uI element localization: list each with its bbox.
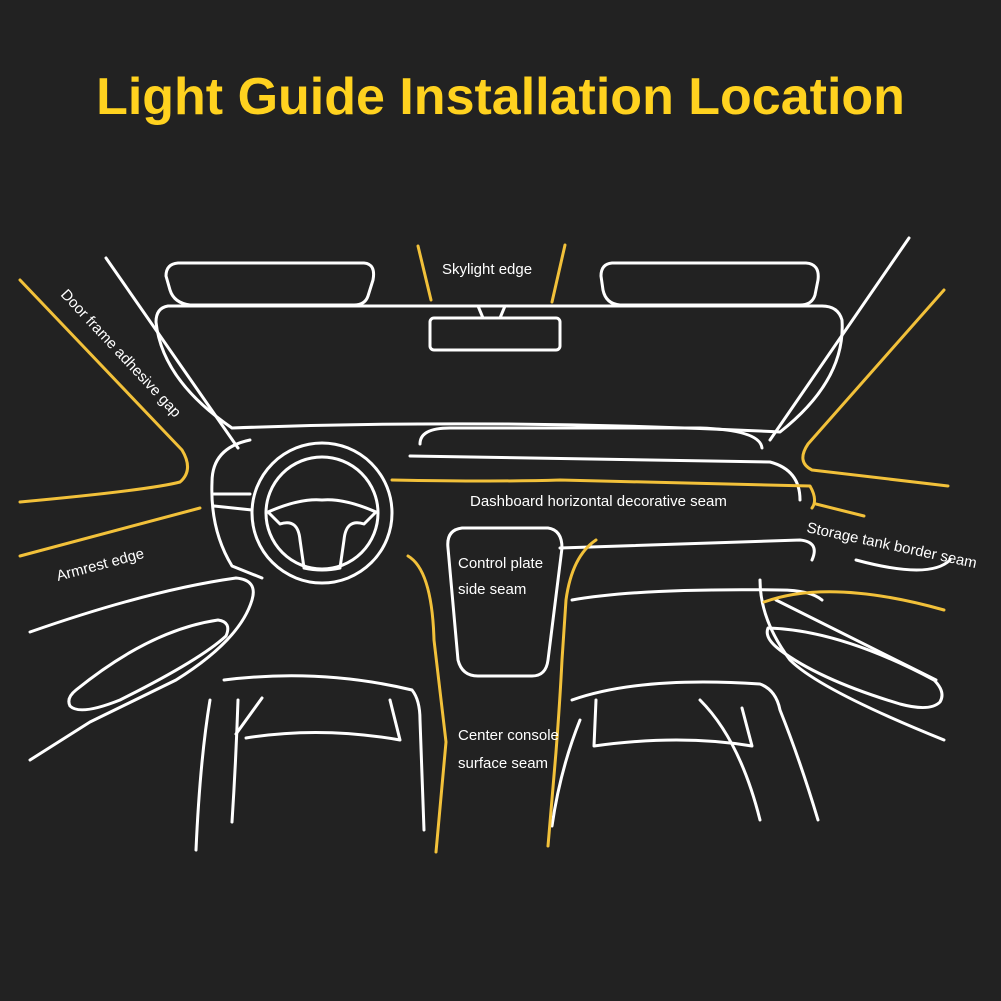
right-sun-visor xyxy=(599,261,820,307)
steering-wheel-outer xyxy=(250,441,394,585)
label-dashboard-seam: Dashboard horizontal decorative seam xyxy=(470,493,727,510)
light-guide-control-plate-left xyxy=(406,554,448,854)
left-door-panel xyxy=(28,576,255,762)
windshield xyxy=(154,304,844,434)
label-control-plate-1: Control plate xyxy=(458,555,543,572)
label-center-console-1: Center console xyxy=(458,727,559,744)
left-armrest-handle xyxy=(67,618,230,712)
right-armrest-handle xyxy=(765,626,944,709)
center-stack xyxy=(446,526,564,678)
label-control-plate-2: side seam xyxy=(458,581,526,598)
steering-wheel-inner xyxy=(264,455,380,571)
left-seat-back xyxy=(194,674,426,852)
light-guide-armrest-right xyxy=(814,502,866,518)
label-center-console-2: surface seam xyxy=(458,755,548,772)
dashboard-right-body xyxy=(558,538,824,602)
dashboard-left-body xyxy=(210,480,264,580)
light-guide-skylight-right xyxy=(550,243,567,304)
page-title: Light Guide Installation Location xyxy=(96,68,905,126)
light-guide-skylight-left xyxy=(416,244,433,302)
light-guide-lines xyxy=(18,243,950,854)
dashboard-top xyxy=(210,426,802,502)
left-sun-visor xyxy=(164,261,376,307)
light-guide-armrest-left xyxy=(18,506,202,558)
light-guide-door-frame-right xyxy=(801,288,950,488)
right-seat-headrest-line xyxy=(592,698,754,748)
light-guide-storage-tank-seam xyxy=(762,590,946,612)
mirror-stem xyxy=(476,304,507,320)
rear-view-mirror xyxy=(428,316,562,352)
light-guide-dashboard-seam xyxy=(390,478,817,510)
light-guide-door-frame-left xyxy=(18,278,189,504)
right-a-pillar xyxy=(768,236,911,442)
label-skylight-edge: Skylight edge xyxy=(442,261,532,278)
label-storage-tank: Storage tank border seam xyxy=(805,519,978,572)
right-seat-back xyxy=(550,680,820,828)
left-seat-headrest-line xyxy=(234,696,402,742)
right-door-frame-inner xyxy=(854,558,952,572)
light-guide-control-plate-right xyxy=(546,538,598,848)
steering-wheel-hub xyxy=(266,498,378,572)
label-armrest-edge: Armrest edge xyxy=(55,545,146,585)
